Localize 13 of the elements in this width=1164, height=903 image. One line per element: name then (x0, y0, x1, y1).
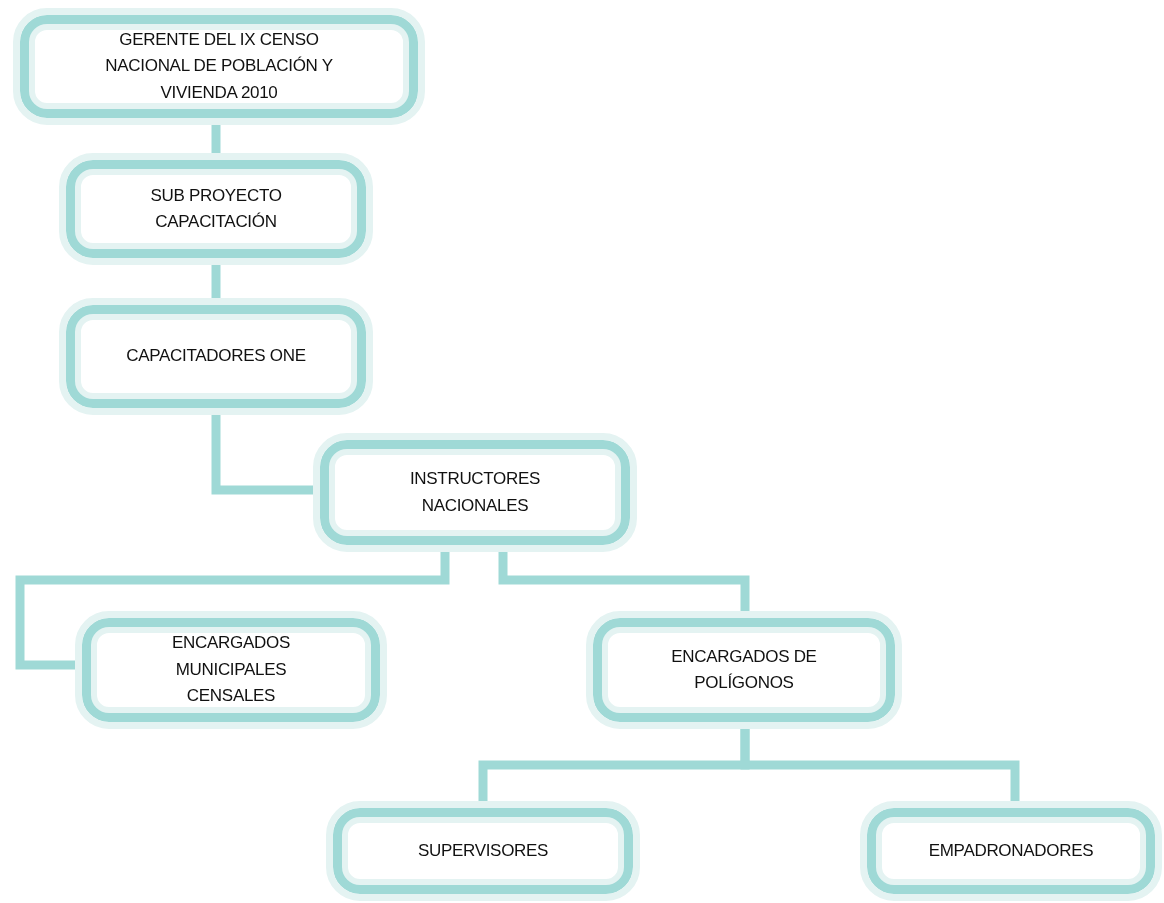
org-box: ENCARGADOS MUNICIPALES CENSALES (75, 611, 387, 729)
org-box: CAPACITADORES ONE (59, 298, 373, 415)
org-box: SUPERVISORES (326, 801, 640, 901)
connector-line (211, 415, 313, 495)
org-box: ENCARGADOS DE POLÍGONOS (586, 611, 902, 729)
org-box: INSTRUCTORES NACIONALES (313, 433, 637, 552)
org-box: GERENTE DEL IX CENSO NACIONAL DE POBLACIÓN Y VIVIENDA 2010 (13, 8, 425, 125)
connector-line (211, 265, 221, 298)
connector-line (211, 125, 221, 153)
org-box: SUB PROYECTO CAPACITACIÓN (59, 153, 373, 265)
connector-line (15, 552, 450, 670)
connector-line (498, 552, 750, 611)
org-box: EMPADRONADORES (860, 801, 1162, 901)
